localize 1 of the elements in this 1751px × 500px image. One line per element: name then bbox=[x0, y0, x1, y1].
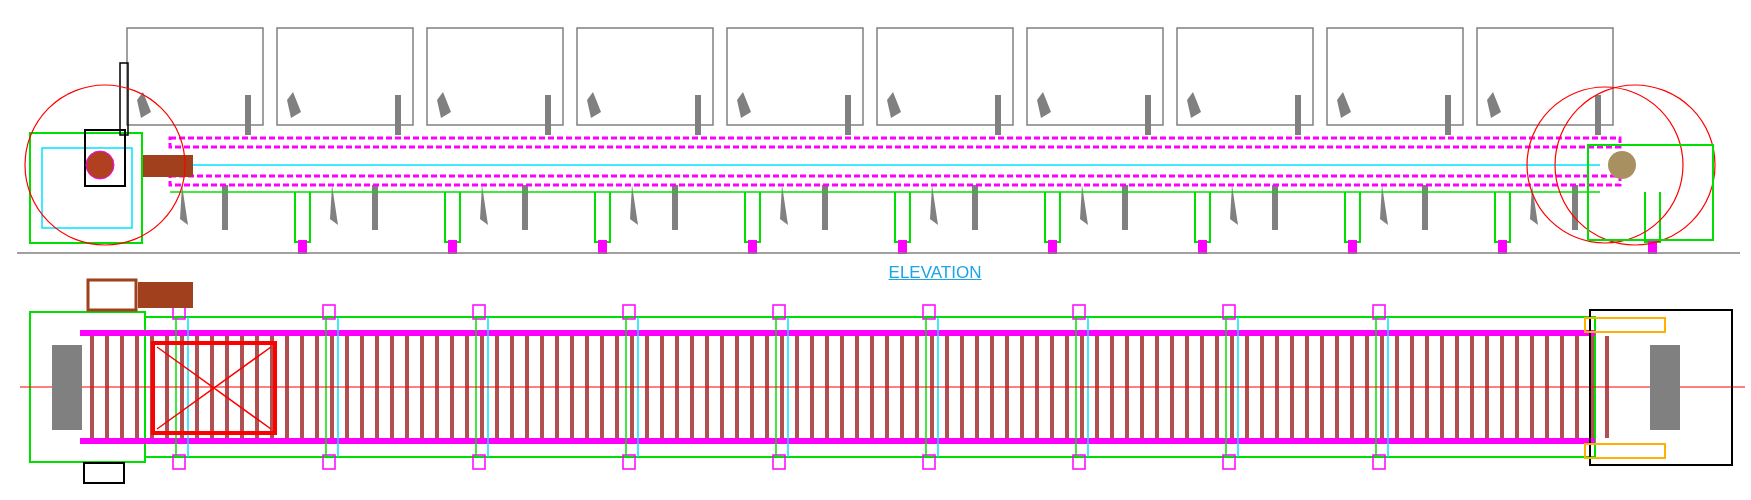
view-title: ELEVATION bbox=[887, 263, 983, 283]
